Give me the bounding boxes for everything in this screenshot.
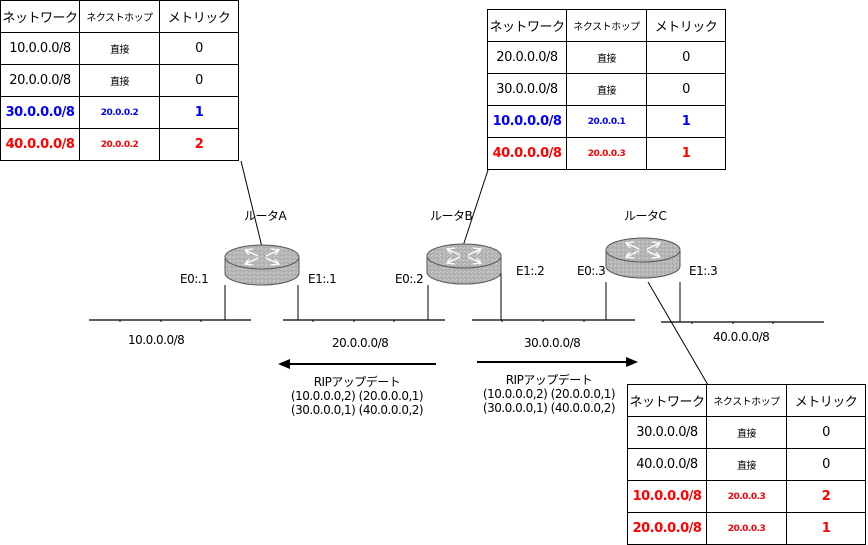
header-metric: メトリック (646, 9, 726, 42)
cell-network: 10.0.0.0/8 (627, 480, 707, 513)
segment-30 (472, 319, 635, 322)
rip-update-line: (30.0.0.0,1) (40.0.0.0,2) (290, 403, 424, 417)
cell-next-hop: 20.0.0.3 (706, 512, 787, 545)
table-header-row: ネットワーク ネクストホップ メトリック (627, 384, 866, 417)
rip-update-title: RIPアップデート (505, 373, 593, 387)
header-metric: メトリック (159, 0, 239, 33)
table-row: 20.0.0.0/8 直接 0 (0, 64, 239, 97)
segment-10 (89, 319, 251, 322)
cell-metric: 2 (786, 480, 866, 513)
arrow-left-icon (278, 359, 436, 369)
routing-table-b: ネットワーク ネクストホップ メトリック 20.0.0.0/8 直接 0 30.… (487, 9, 726, 170)
cell-next-hop: 直接 (566, 73, 647, 106)
segment-40 (661, 321, 824, 324)
rip-update-left: RIPアップデート (10.0.0.0,2) (20.0.0.0,1) (30.… (282, 375, 432, 417)
cell-network: 30.0.0.0/8 (627, 416, 707, 449)
cell-network: 20.0.0.0/8 (0, 64, 80, 97)
cell-metric: 1 (786, 512, 866, 545)
router-a-label: ルータA (244, 209, 287, 223)
router-c-e0-label: E0:.3 (577, 264, 606, 278)
table-row: 10.0.0.0/8 20.0.0.1 1 (487, 105, 726, 138)
cell-metric: 0 (786, 416, 866, 449)
rip-update-title: RIPアップデート (313, 375, 401, 389)
table-header-row: ネットワーク ネクストホップ メトリック (0, 0, 239, 33)
callout-line-a (240, 160, 263, 248)
cell-next-hop: 20.0.0.2 (79, 128, 160, 161)
cell-next-hop: 直接 (79, 64, 160, 97)
network-10-label: 10.0.0.0/8 (128, 333, 185, 347)
cell-network: 40.0.0.0/8 (487, 137, 567, 170)
router-c-icon (605, 237, 681, 279)
header-next-hop: ネクストホップ (706, 384, 787, 417)
table-row: 40.0.0.0/8 直接 0 (627, 448, 866, 481)
cell-network: 40.0.0.0/8 (627, 448, 707, 481)
routing-table-a: ネットワーク ネクストホップ メトリック 10.0.0.0/8 直接 0 20.… (0, 0, 239, 161)
header-metric: メトリック (786, 384, 866, 417)
header-network: ネットワーク (627, 384, 707, 417)
cell-metric: 0 (646, 41, 726, 74)
callout-line-c (647, 281, 709, 386)
cell-network: 30.0.0.0/8 (0, 96, 80, 129)
callout-line-b (462, 169, 489, 247)
cell-next-hop: 直接 (566, 41, 647, 74)
cell-network: 20.0.0.0/8 (487, 41, 567, 74)
table-row: 20.0.0.0/8 直接 0 (487, 41, 726, 74)
table-row: 40.0.0.0/8 20.0.0.2 2 (0, 128, 239, 161)
table-row: 20.0.0.0/8 20.0.0.3 1 (627, 512, 866, 545)
router-b-e1-label: E1:.2 (516, 264, 545, 278)
cell-network: 30.0.0.0/8 (487, 73, 567, 106)
cell-metric: 1 (646, 137, 726, 170)
table-row: 30.0.0.0/8 直接 0 (627, 416, 866, 449)
cell-network: 10.0.0.0/8 (487, 105, 567, 138)
router-c-label: ルータC (624, 209, 667, 223)
rip-update-line: (10.0.0.0,2) (20.0.0.0,1) (482, 387, 616, 401)
network-30-label: 30.0.0.0/8 (524, 336, 581, 350)
table-row: 40.0.0.0/8 20.0.0.3 1 (487, 137, 726, 170)
cell-next-hop: 直接 (79, 32, 160, 65)
cell-metric: 0 (159, 32, 239, 65)
cell-next-hop: 20.0.0.3 (566, 137, 647, 170)
cell-next-hop: 直接 (706, 448, 787, 481)
router-c-e1-label: E1:.3 (689, 264, 718, 278)
cell-next-hop: 20.0.0.3 (706, 480, 787, 513)
cell-metric: 0 (159, 64, 239, 97)
cell-metric: 1 (646, 105, 726, 138)
network-40-label: 40.0.0.0/8 (713, 330, 770, 344)
arrow-right-icon (477, 357, 638, 367)
table-row: 10.0.0.0/8 直接 0 (0, 32, 239, 65)
router-a-e1-label: E1:.1 (308, 272, 337, 286)
cell-network: 10.0.0.0/8 (0, 32, 80, 65)
cell-next-hop: 20.0.0.2 (79, 96, 160, 129)
router-b-label: ルータB (430, 209, 473, 223)
network-20-label: 20.0.0.0/8 (332, 336, 389, 350)
cell-metric: 0 (646, 73, 726, 106)
cell-metric: 2 (159, 128, 239, 161)
routing-table-c: ネットワーク ネクストホップ メトリック 30.0.0.0/8 直接 0 40.… (627, 384, 866, 545)
header-network: ネットワーク (0, 0, 80, 33)
header-network: ネットワーク (487, 9, 567, 42)
rip-update-right: RIPアップデート (10.0.0.0,2) (20.0.0.0,1) (30.… (474, 373, 624, 415)
header-next-hop: ネクストホップ (79, 0, 160, 33)
cell-next-hop: 20.0.0.1 (566, 105, 647, 138)
cell-network: 40.0.0.0/8 (0, 128, 80, 161)
router-b-icon (426, 243, 502, 285)
table-row: 10.0.0.0/8 20.0.0.3 2 (627, 480, 866, 513)
cell-metric: 1 (159, 96, 239, 129)
table-row: 30.0.0.0/8 直接 0 (487, 73, 726, 106)
rip-update-line: (30.0.0.0,1) (40.0.0.0,2) (482, 401, 616, 415)
router-a-icon (224, 244, 300, 286)
rip-update-line: (10.0.0.0,2) (20.0.0.0,1) (290, 389, 424, 403)
segment-20 (283, 319, 445, 322)
table-header-row: ネットワーク ネクストホップ メトリック (487, 9, 726, 42)
router-a-e0-label: E0:.1 (180, 272, 209, 286)
header-next-hop: ネクストホップ (566, 9, 647, 42)
table-row: 30.0.0.0/8 20.0.0.2 1 (0, 96, 239, 129)
cell-metric: 0 (786, 448, 866, 481)
router-b-e0-label: E0:.2 (395, 272, 424, 286)
cell-network: 20.0.0.0/8 (627, 512, 707, 545)
cell-next-hop: 直接 (706, 416, 787, 449)
